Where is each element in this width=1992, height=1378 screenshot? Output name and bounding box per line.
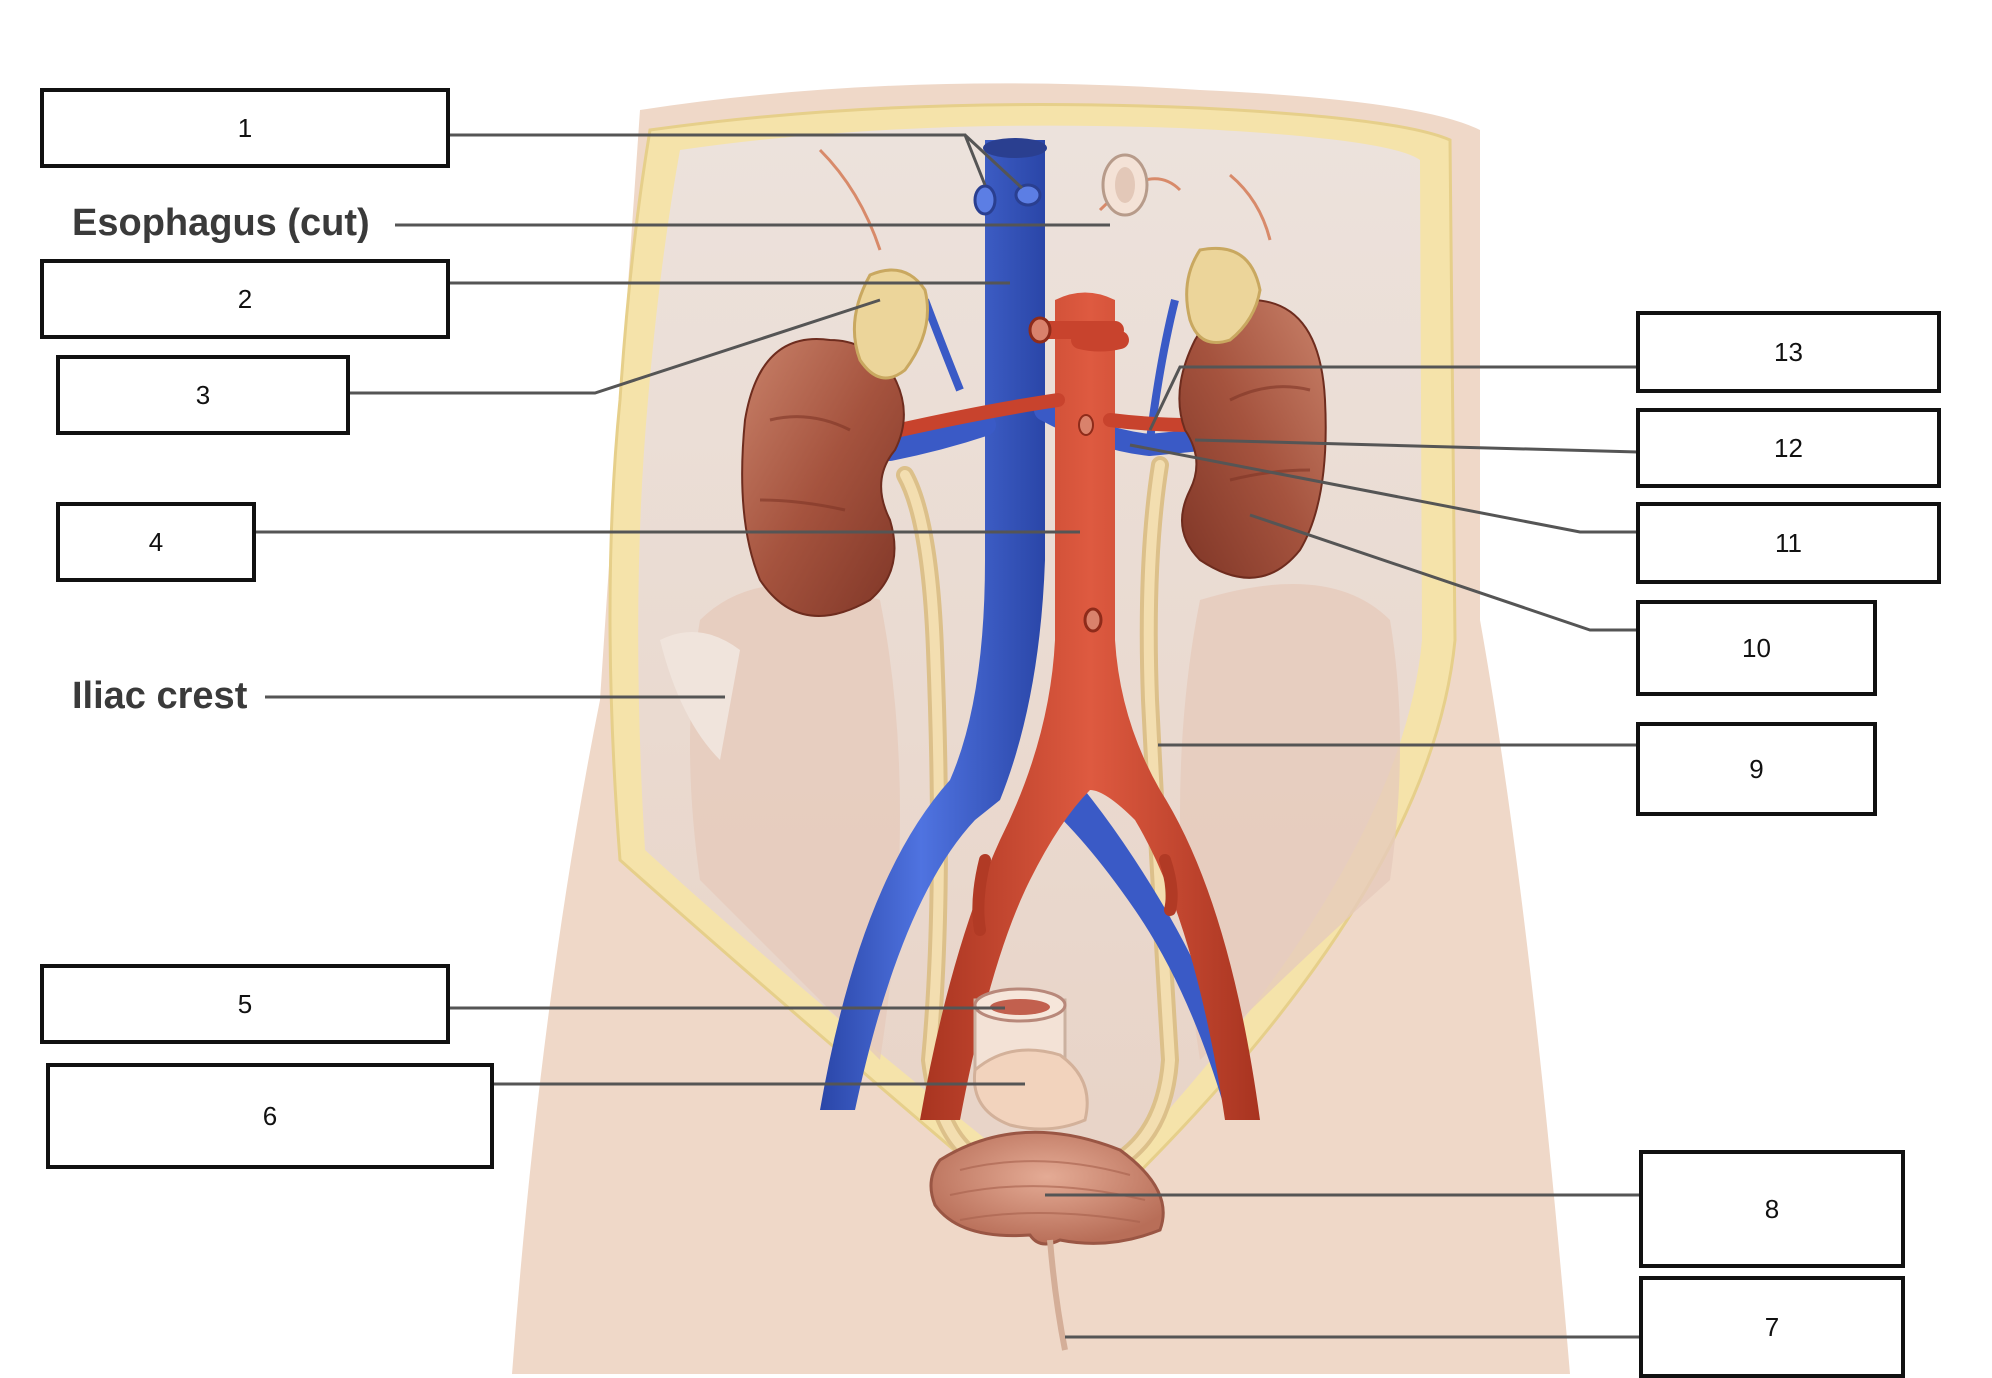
kidney-right xyxy=(1178,298,1327,579)
leader-line-11 xyxy=(1129,443,1638,534)
label-box-4[interactable]: 4 xyxy=(56,502,256,582)
leader-lines xyxy=(255,133,1643,1339)
label-box-1[interactable]: 1 xyxy=(40,88,450,168)
label-box-6[interactable]: 6 xyxy=(46,1063,494,1169)
uterus xyxy=(972,1048,1089,1131)
rectum-lumen xyxy=(990,999,1050,1015)
renal-vein-left xyxy=(879,414,996,461)
label-box-9[interactable]: 9 xyxy=(1636,722,1877,816)
leader-line-12 xyxy=(1194,438,1639,454)
leader-line-3 xyxy=(348,298,881,395)
leader-line-13 xyxy=(1148,365,1638,431)
gonadal-artery-cut xyxy=(1078,414,1094,436)
kidney-left xyxy=(741,338,905,617)
celiac-cut xyxy=(1028,316,1052,344)
esophagus-lumen xyxy=(1115,167,1135,203)
label-box-8[interactable]: 8 xyxy=(1639,1150,1905,1268)
inferior-vena-cava xyxy=(820,140,1045,1110)
label-box-5[interactable]: 5 xyxy=(40,964,450,1044)
label-box-11[interactable]: 11 xyxy=(1636,502,1941,584)
internal-iliac-branches xyxy=(972,854,1178,936)
iliac-crest-label: Iliac crest xyxy=(72,675,248,717)
iliac-vein-right xyxy=(1030,740,1250,1110)
psoas-muscle-right xyxy=(1180,584,1400,1060)
kidney-left-lobe-lines xyxy=(759,415,851,512)
abdominal-aorta xyxy=(920,292,1260,1120)
leader-line-1 xyxy=(448,133,1024,190)
label-box-13[interactable]: 13 xyxy=(1636,311,1941,393)
label-box-7[interactable]: 7 xyxy=(1639,1276,1905,1378)
label-box-3[interactable]: 3 xyxy=(56,355,350,435)
mesenteric-cut xyxy=(1083,607,1103,633)
label-box-12[interactable]: 12 xyxy=(1636,408,1941,488)
esophagus-label: Esophagus (cut) xyxy=(72,202,370,244)
hepatic-vein-cut xyxy=(973,184,997,216)
hepatic-vein-cut-2 xyxy=(1014,183,1042,207)
psoas-muscle-left xyxy=(690,584,900,1060)
label-box-10[interactable]: 10 xyxy=(1636,600,1877,696)
leader-line-10 xyxy=(1249,513,1638,632)
celiac-trunk xyxy=(1036,321,1129,352)
adrenal-gland-left xyxy=(852,268,929,380)
label-box-2[interactable]: 2 xyxy=(40,259,450,339)
ivc-cut-end xyxy=(983,138,1047,158)
urethra xyxy=(1047,1239,1068,1351)
renal-artery-left xyxy=(893,393,1065,437)
adrenal-gland-right xyxy=(1185,246,1262,344)
